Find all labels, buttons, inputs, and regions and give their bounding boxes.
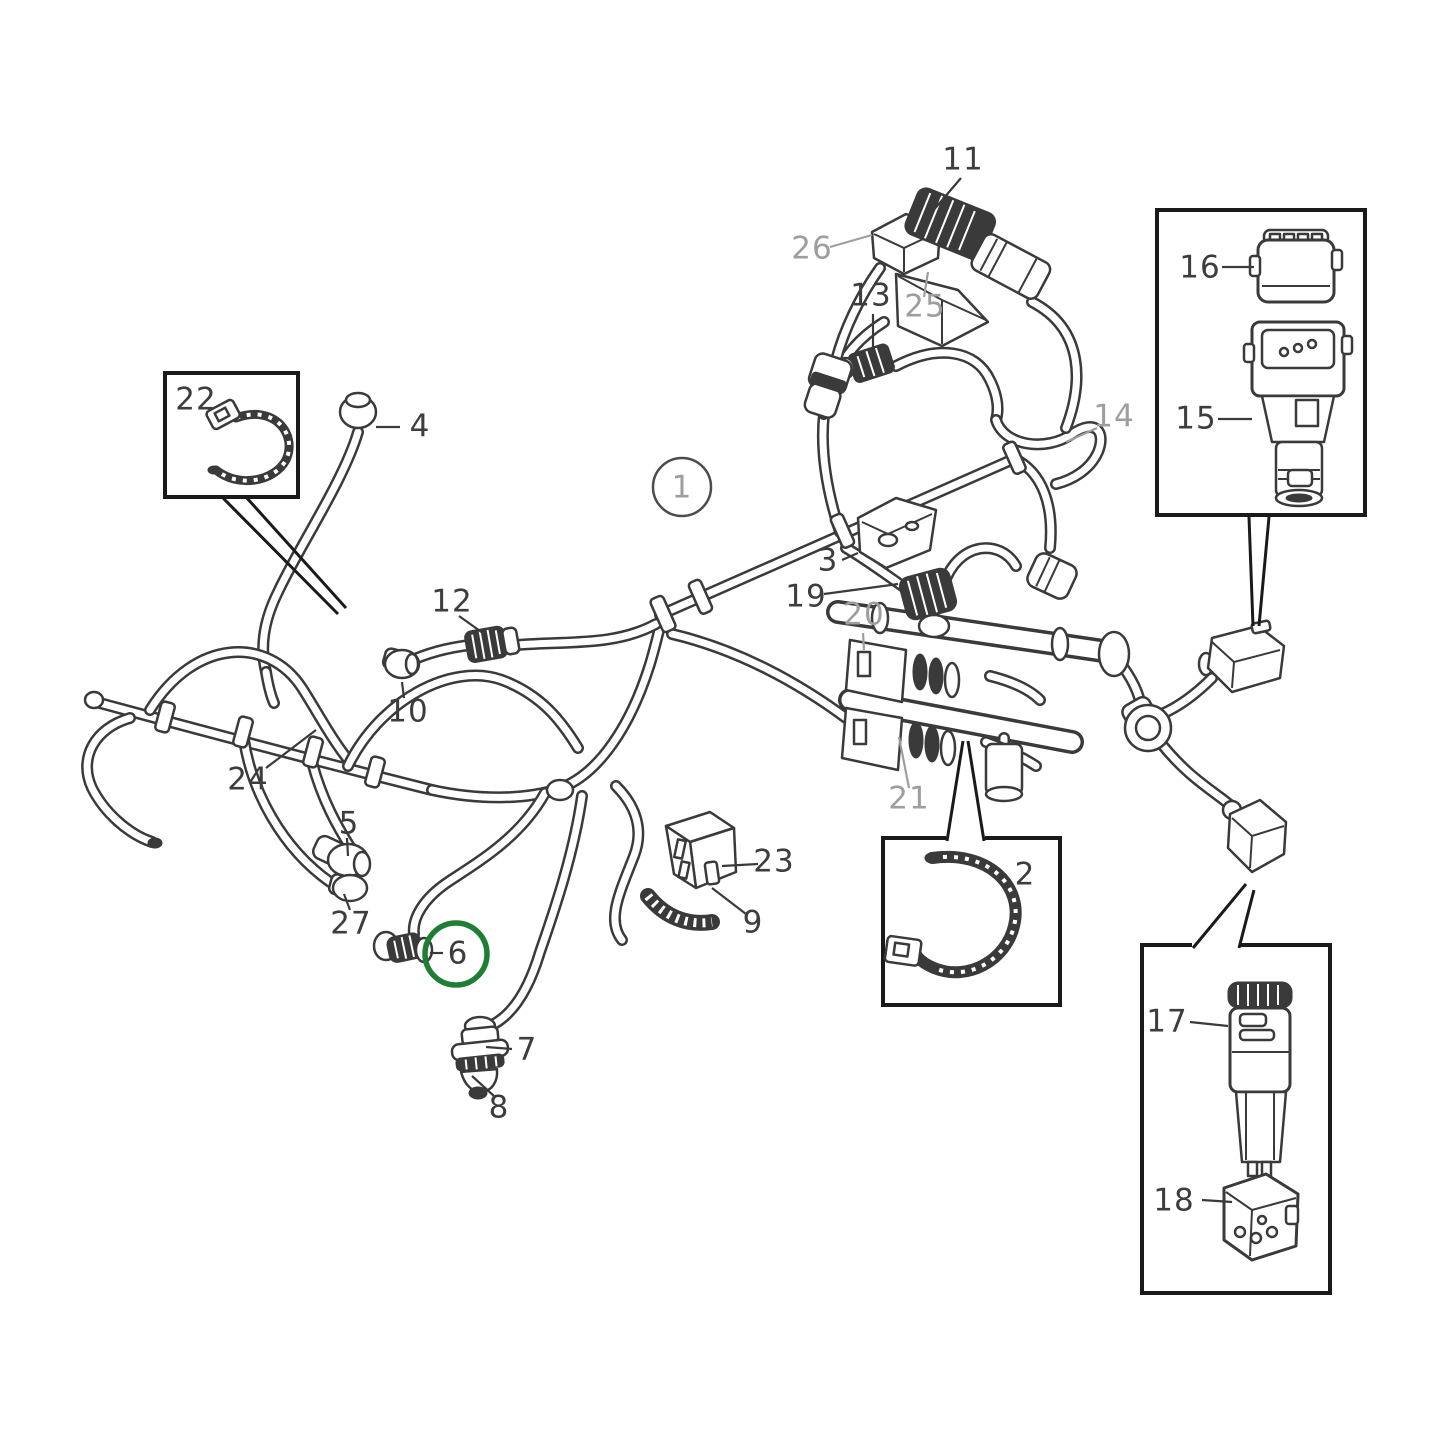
connector-5 bbox=[311, 834, 372, 878]
callout-4[interactable]: 4 bbox=[409, 408, 431, 445]
highlight-circle-6 bbox=[422, 920, 490, 988]
harness-fittings bbox=[83, 440, 1027, 849]
connector-18 bbox=[1222, 1172, 1300, 1262]
callout-16[interactable]: 16 bbox=[1179, 249, 1221, 286]
callout-8[interactable]: 8 bbox=[488, 1089, 510, 1126]
cable-tie-22 bbox=[205, 398, 294, 486]
connector-6 bbox=[372, 930, 434, 964]
connector-12-ribbed bbox=[464, 625, 521, 663]
connector-16 bbox=[1248, 228, 1344, 304]
relay-23 bbox=[640, 810, 738, 931]
elbow-19-ribbed bbox=[898, 567, 958, 639]
strap-clip-9 bbox=[703, 860, 721, 886]
callout-10[interactable]: 10 bbox=[387, 693, 429, 730]
callout-27[interactable]: 27 bbox=[330, 905, 372, 942]
callout-18[interactable]: 18 bbox=[1153, 1182, 1195, 1219]
connector-15 bbox=[1242, 320, 1354, 508]
callout-11[interactable]: 11 bbox=[942, 141, 984, 178]
reference-circle-1 bbox=[651, 456, 713, 518]
callout-14[interactable]: 14 bbox=[1093, 398, 1135, 435]
callout-5[interactable]: 5 bbox=[338, 805, 360, 842]
injector-20 bbox=[844, 638, 961, 704]
callout-9[interactable]: 9 bbox=[742, 904, 764, 941]
elbow-connector-upper bbox=[803, 352, 853, 419]
callout-13[interactable]: 13 bbox=[850, 277, 892, 314]
callout-20[interactable]: 20 bbox=[843, 596, 885, 633]
callout-19[interactable]: 19 bbox=[785, 578, 827, 615]
connector-25-block bbox=[894, 272, 990, 348]
bracket-3 bbox=[856, 496, 938, 570]
callout-25[interactable]: 25 bbox=[904, 288, 946, 325]
injector-21 bbox=[840, 706, 957, 772]
callout-23[interactable]: 23 bbox=[753, 843, 795, 880]
callout-21[interactable]: 21 bbox=[888, 780, 930, 817]
connector-17 bbox=[1227, 981, 1293, 1178]
connector-b bbox=[1221, 798, 1288, 874]
callout-6[interactable]: 6 bbox=[447, 935, 469, 972]
connector-27 bbox=[327, 873, 369, 903]
sensor-7-8 bbox=[450, 1015, 510, 1100]
inset-boxes bbox=[163, 208, 1367, 1295]
callout-2[interactable]: 2 bbox=[1014, 856, 1036, 893]
callout-22[interactable]: 22 bbox=[175, 381, 217, 418]
callout-26[interactable]: 26 bbox=[791, 230, 833, 267]
rail-cluster bbox=[840, 552, 1131, 803]
cable-tie-2 bbox=[883, 850, 1022, 979]
callout-1[interactable]: 1 bbox=[671, 469, 693, 506]
elbow-connector-10 bbox=[381, 647, 421, 680]
connector-17-clip bbox=[1238, 1012, 1268, 1028]
connector-a bbox=[1197, 619, 1286, 694]
callout-3[interactable]: 3 bbox=[817, 542, 839, 579]
callout-24[interactable]: 24 bbox=[227, 761, 269, 798]
callout-17[interactable]: 17 bbox=[1146, 1003, 1188, 1040]
callout-7[interactable]: 7 bbox=[516, 1031, 538, 1068]
leader-lines bbox=[265, 177, 1254, 1204]
callout-15[interactable]: 15 bbox=[1175, 400, 1217, 437]
connector-chain-right bbox=[1121, 619, 1288, 874]
callout-12[interactable]: 12 bbox=[431, 583, 473, 620]
pipe-4-fitting bbox=[338, 391, 378, 430]
connector-11-sleeve bbox=[970, 233, 1052, 300]
